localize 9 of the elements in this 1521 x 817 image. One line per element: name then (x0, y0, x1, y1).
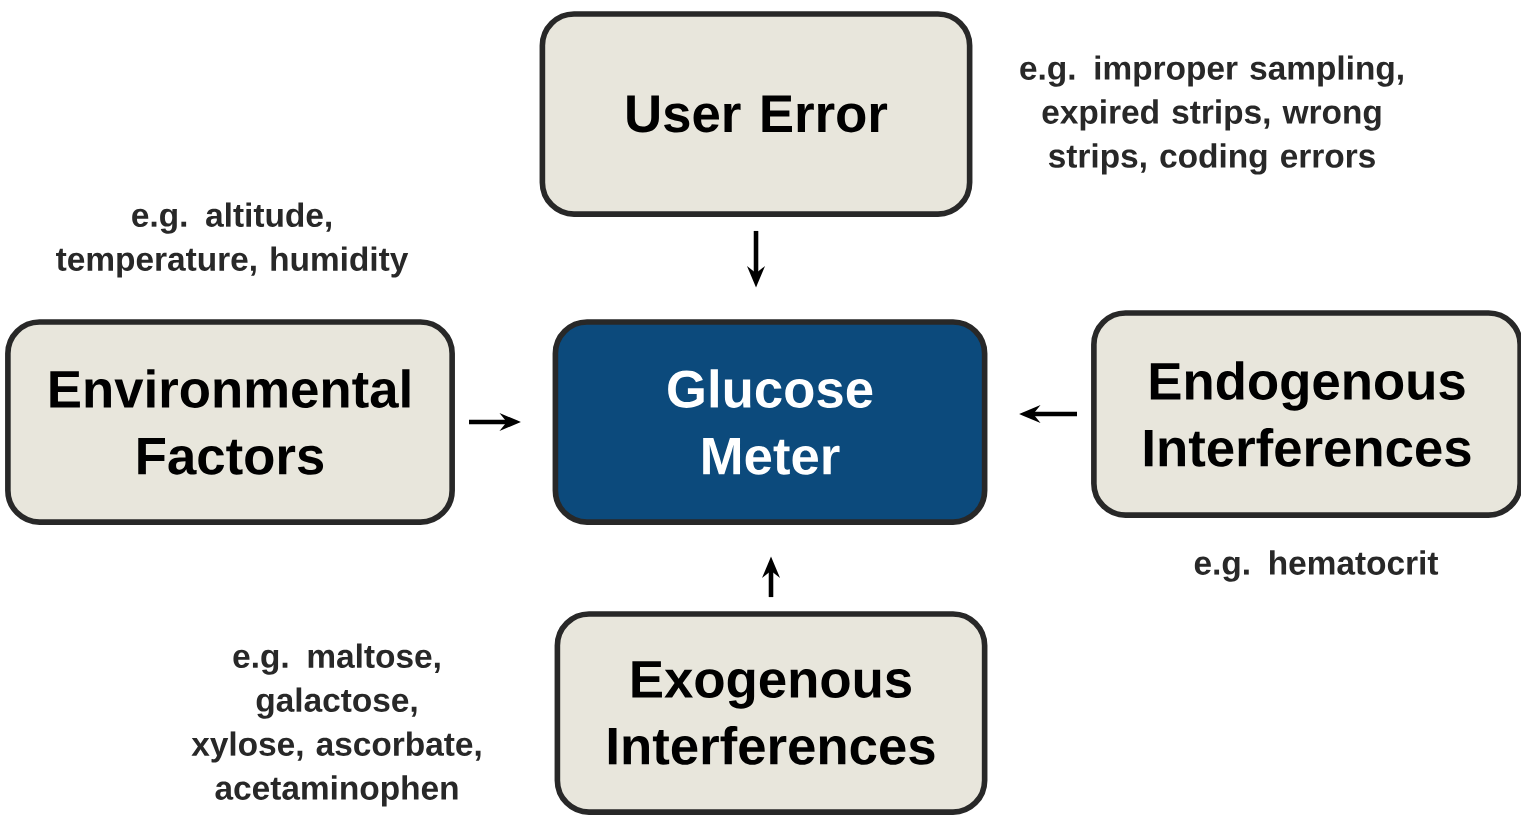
example-note: e.g. maltose, galactose, xylose, ascorbate, acetaminophen (191, 643, 481, 807)
causal-factor-box: Endogenous Interferences (1091, 310, 1521, 518)
example-note: e.g. altitude, temperature, humidity (56, 202, 409, 278)
example-note: e.g. hematocrit (1194, 550, 1439, 582)
meter-box: Glucose Meter (552, 319, 988, 525)
causal-factor-box: User Error (539, 11, 973, 217)
causal-factor-box: Exogenous Interferences (554, 611, 988, 815)
causal-factor-box: Environmental Factors (5, 319, 455, 525)
example-note: e.g. improper sampling, expired strips, wrong strips, coding errors (1020, 55, 1403, 175)
